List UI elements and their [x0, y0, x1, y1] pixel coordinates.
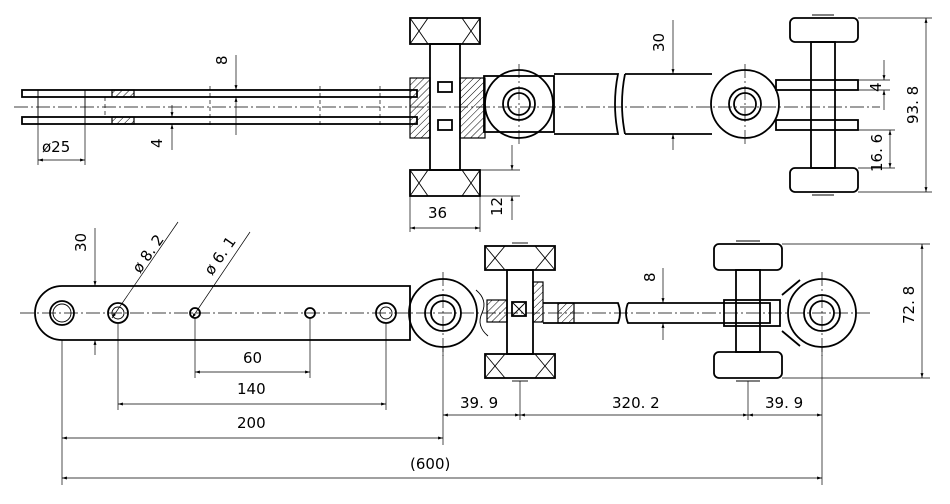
dim-bottom-30: 30	[72, 233, 90, 252]
dim-bottom-8-2: ø 8. 2	[129, 231, 168, 276]
dim-top-8: 8	[213, 55, 231, 65]
bottom-right-roller	[781, 272, 857, 356]
top-link-body	[554, 73, 712, 135]
dim-bottom-600: (600)	[410, 455, 450, 473]
dim-bottom-60: 60	[243, 349, 262, 367]
bottom-right-wheels	[713, 240, 783, 382]
dim-top-36: 36	[428, 204, 447, 222]
bottom-link-bar	[20, 285, 870, 341]
top-dimensions: 8 4 ø25 36 12 30 4	[37, 17, 932, 232]
bottom-middle-roller	[484, 242, 556, 382]
bottom-left-roller	[408, 272, 489, 356]
dim-bottom-8: 8	[641, 272, 659, 282]
top-link-plates	[14, 86, 880, 128]
dim-top-30: 30	[650, 33, 668, 52]
dim-bottom-320-2: 320. 2	[612, 394, 660, 412]
bottom-rod	[543, 302, 771, 324]
top-end-wheels	[775, 14, 859, 196]
dim-bottom-39-9-left: 39. 9	[460, 394, 498, 412]
top-view: 8 4 ø25 36 12 30 4	[14, 14, 932, 232]
dim-top-4: 4	[148, 138, 166, 148]
dim-top-12: 12	[488, 197, 506, 216]
dim-top-bore: ø25	[42, 138, 70, 156]
dim-top-16-6: 16. 6	[868, 134, 886, 172]
dim-bottom-200: 200	[237, 414, 266, 432]
top-left-roller	[409, 17, 486, 197]
dim-bottom-140: 140	[237, 380, 266, 398]
dim-bottom-72-8: 72. 8	[900, 286, 918, 324]
dim-bottom-39-9-right: 39. 9	[765, 394, 803, 412]
dim-top-93-8: 93. 8	[904, 86, 922, 124]
dim-top-small-4: 4	[867, 82, 885, 92]
hole-bore	[49, 300, 75, 326]
bottom-view: 30 ø 8. 2 ø 6. 1 60 140 200 39. 9 320. 2	[20, 221, 930, 485]
top-middle-roller	[483, 64, 555, 145]
top-right-roller	[710, 64, 780, 145]
